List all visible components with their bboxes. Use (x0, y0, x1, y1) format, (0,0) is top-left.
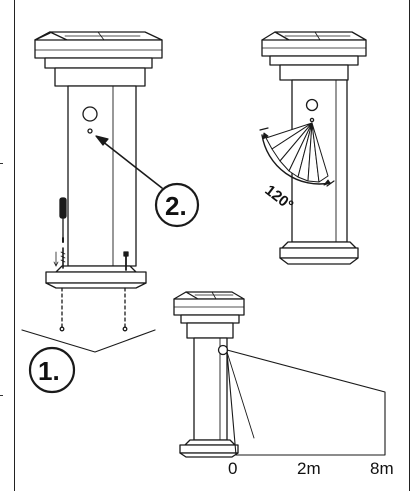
solar-panel-icon (261, 31, 367, 57)
pir-sensor-icon (217, 344, 229, 356)
pir-sensor-icon (82, 106, 98, 122)
distance-tick-0: 0 (228, 459, 237, 478)
angle-label: 120° (262, 182, 297, 215)
diagram-frame (14, 0, 410, 491)
distance-tick-2m: 2m (297, 459, 321, 478)
bollard-lamp-left (21, 31, 163, 353)
bollard-lamp-bottom (173, 291, 245, 458)
anchor-screw-icon (123, 251, 129, 271)
pir-sensor-icon (305, 98, 319, 112)
distance-tick-8m: 8m (370, 459, 394, 478)
step-2-label: 2. (165, 191, 187, 221)
step-1-marker (28, 346, 76, 394)
margin-mark (0, 395, 3, 397)
step-1-label: 1. (38, 356, 60, 386)
detection-angle-fan (259, 122, 335, 187)
margin-mark (0, 163, 3, 165)
pointer-arrow (101, 140, 163, 189)
solar-panel-icon (34, 31, 163, 59)
anchor-screw-icon (60, 247, 66, 269)
screwdriver-icon (59, 197, 67, 243)
step-2-marker (154, 182, 200, 228)
detection-range-area (226, 349, 386, 456)
solar-panel-icon (173, 291, 245, 316)
